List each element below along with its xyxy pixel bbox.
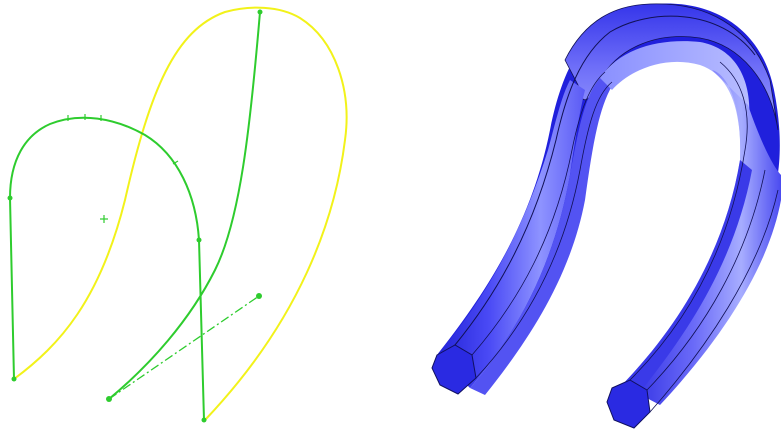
solid-left-arm-inner bbox=[470, 78, 612, 395]
vertex-dot[interactable] bbox=[11, 376, 17, 382]
sketch-view bbox=[7, 6, 348, 423]
yellow-path-curve[interactable] bbox=[13, 6, 348, 421]
solid-edge-line bbox=[454, 15, 756, 346]
vertex-dot[interactable] bbox=[256, 293, 262, 299]
solid-right-arm-side bbox=[622, 160, 752, 392]
green-rail-curve[interactable] bbox=[108, 11, 261, 400]
swept-solid-view[interactable] bbox=[431, 3, 781, 429]
guide-line[interactable] bbox=[108, 295, 260, 400]
hexagon-end-cap-right[interactable] bbox=[606, 379, 651, 429]
solid-edge-line bbox=[646, 169, 766, 391]
vertex-dot[interactable] bbox=[7, 195, 13, 201]
solid-edge-line bbox=[475, 81, 613, 379]
vertex-dot[interactable] bbox=[106, 396, 112, 402]
solid-edge-line bbox=[471, 71, 606, 356]
tick-mark bbox=[172, 160, 179, 165]
vertex-dot[interactable] bbox=[201, 417, 207, 423]
vertex-dot[interactable] bbox=[196, 237, 202, 243]
hexagon-end-cap-left[interactable] bbox=[431, 344, 477, 395]
solid-edge-line bbox=[649, 189, 779, 413]
vertex-dot[interactable] bbox=[257, 9, 263, 15]
center-point-marker[interactable] bbox=[100, 215, 108, 223]
solid-left-arm bbox=[437, 80, 585, 388]
green-profile-curve[interactable] bbox=[8, 116, 205, 421]
solid-edge-line bbox=[629, 61, 748, 381]
solid-right-arm bbox=[622, 70, 781, 405]
solid-inner-arch bbox=[600, 41, 750, 160]
